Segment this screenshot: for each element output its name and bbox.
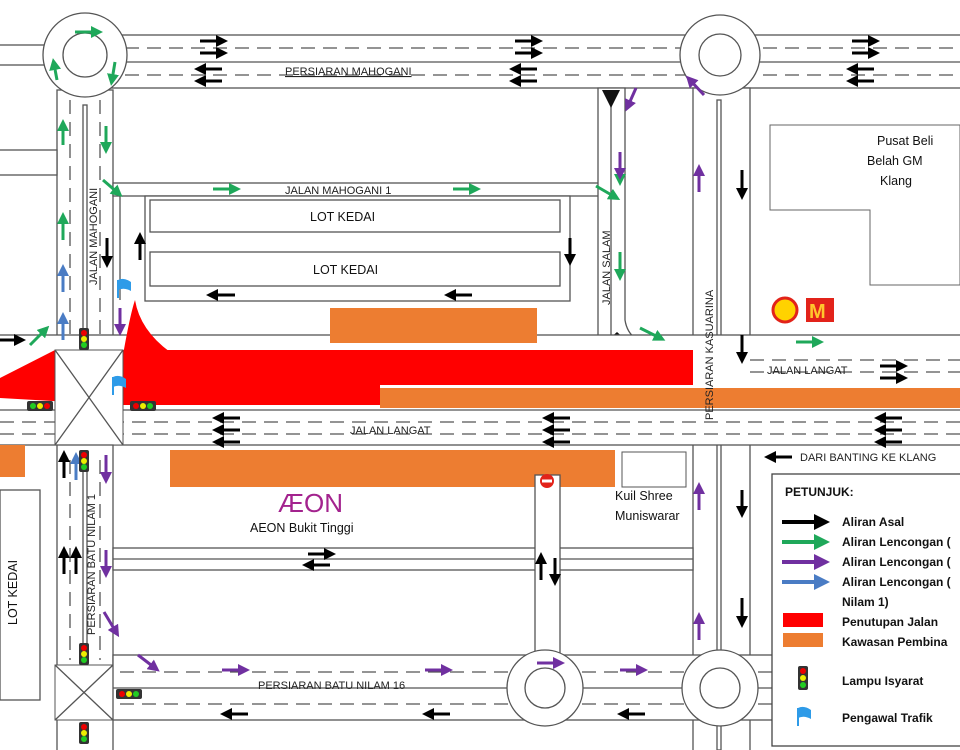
label-kuil: Muniswarar: [615, 509, 680, 523]
legend-flag-icon: [797, 706, 811, 726]
aeon-logo: ÆON: [278, 488, 343, 518]
legend-label: Aliran Lencongan (: [842, 555, 951, 569]
label-persiaran-batu-nilam-16: PERSIARAN BATU NILAM 16: [258, 680, 405, 692]
road-persiaran-batu-nilam-1: [54, 444, 114, 750]
label-jalan-salam: JALAN SALAM: [601, 230, 613, 305]
traffic-light-icon: [79, 450, 89, 472]
building-kuil: [621, 451, 687, 488]
label-dari-banting: DARI BANTING KE KLANG: [800, 452, 936, 464]
road-aeon-service: [112, 474, 694, 666]
legend-swatch-red: [783, 613, 823, 627]
legend-label: Aliran Lencongan (: [842, 575, 951, 589]
legend: PETUNJUK: Aliran Asal Aliran Lencongan (…: [771, 473, 960, 747]
legend-label: Nilam 1): [842, 595, 889, 609]
roundabout-island: [698, 33, 742, 77]
road-jalan-salam: [579, 87, 651, 349]
label-persiaran-mahogani: PERSIARAN MAHOGANI: [285, 66, 412, 78]
legend-label: Aliran Asal: [842, 515, 904, 529]
road-closure-area: [0, 350, 693, 405]
legend-label: Aliran Lencongan (: [842, 535, 951, 549]
legend-swatch-orange: [783, 633, 823, 647]
label-gm: Pusat Beli: [877, 134, 933, 148]
road-end-triangle: [602, 90, 620, 108]
traffic-light-icon: [130, 401, 156, 411]
legend-label: Pengawal Trafik: [842, 711, 933, 725]
construction-area: [380, 388, 960, 408]
label-aeon: AEON Bukit Tinggi: [250, 521, 354, 535]
traffic-light-icon: [116, 689, 142, 699]
svg-text:M: M: [809, 301, 826, 323]
label-jalan-mahogani: JALAN MAHOGANI: [88, 188, 100, 285]
traffic-light-icon: [79, 328, 89, 350]
roundabout-island: [62, 32, 108, 78]
label-gm: Belah GM: [867, 154, 923, 168]
label-lot-kedai: LOT KEDAI: [310, 210, 375, 224]
label-jalan-langat: JALAN LANGAT: [350, 425, 431, 437]
legend-label: Lampu Isyarat: [842, 674, 923, 688]
legend-title: PETUNJUK:: [785, 485, 854, 499]
lot-kedai-block: [0, 489, 41, 701]
legend-label: Penutupan Jalan: [842, 615, 938, 629]
lot-kedai-block: [149, 251, 561, 287]
lot-kedai-block: [149, 199, 561, 233]
construction-area: [330, 308, 537, 343]
traffic-police-flag-icon: [112, 375, 126, 395]
mcdonalds-logo-icon: [806, 298, 834, 322]
label-persiaran-batu-nilam-1: PERSIARAN BATU NILAM 1: [86, 494, 98, 635]
traffic-arrows: [0, 26, 908, 720]
junction-box: [54, 349, 124, 446]
label-jalan-mahogani-1: JALAN MAHOGANI 1: [285, 185, 391, 197]
traffic-light-icon: [79, 722, 89, 744]
traffic-light-icon: [79, 643, 89, 665]
traffic-light-icon: [27, 401, 53, 411]
road-jalan-mahogani-1: [112, 182, 604, 302]
label-jalan-langat: JALAN LANGAT: [767, 365, 848, 377]
label-persiaran-kasuarina: PERSIARAN KASUARINA: [704, 289, 716, 420]
road-persiaran-mahogani: [0, 34, 960, 89]
shell-logo-icon: [771, 296, 799, 324]
construction-area: [0, 445, 25, 477]
traffic-police-flag-icon: [117, 278, 131, 298]
label-lot-kedai: LOT KEDAI: [6, 560, 20, 625]
legend-traffic-light-icon: [798, 666, 808, 690]
road-closure-area: [123, 300, 170, 355]
label-lot-kedai: LOT KEDAI: [313, 263, 378, 277]
building-gm-klang: [769, 124, 960, 286]
legend-label: Kawasan Pembina: [842, 635, 948, 649]
label-kuil: Kuil Shree: [615, 489, 673, 503]
label-gm: Klang: [880, 174, 912, 188]
